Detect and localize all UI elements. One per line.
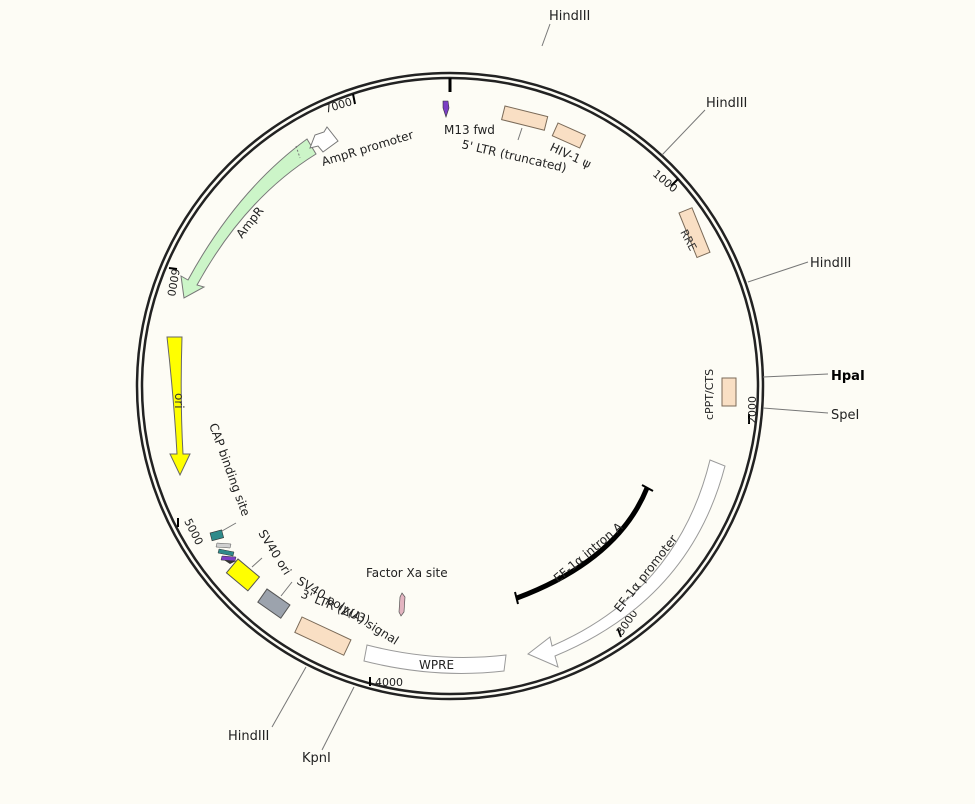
feature-sv40-ori-label: SV40 ori: [255, 527, 294, 577]
spei-leader: [762, 407, 829, 414]
feature-ampr-promoter-label: AmpR promoter: [320, 128, 415, 169]
feature-sv40-ori-box[interactable]: [225, 558, 261, 592]
feature-wpre-label: WPRE: [419, 658, 454, 672]
feature-cppt-box[interactable]: [721, 377, 737, 407]
feature-sv40-polya-box[interactable]: [257, 588, 291, 619]
site-leader-lines: [271, 23, 829, 751]
feature-cluster-d: [224, 560, 236, 564]
tick-label-4000: 4000: [375, 676, 403, 689]
scale-ticks: [168, 93, 750, 686]
feature-wpre-box[interactable]: [363, 644, 507, 674]
feature-cppt-label: cPPT/CTS: [703, 369, 716, 420]
feature-ori-label: ori: [172, 393, 186, 409]
tick-label-1000: 1000: [650, 167, 680, 195]
feature-sv40-ori-leader: [251, 557, 263, 568]
tick-mark-7000: [352, 93, 356, 105]
feature-m13fwd-arrow[interactable]: [442, 100, 450, 118]
feature-cap-leader: [221, 522, 237, 532]
feature-m13fwd-label: M13 fwd: [444, 123, 495, 137]
tick-label-6000: 6000: [164, 267, 182, 297]
feature-factorxa-label: Factor Xa site: [366, 566, 448, 580]
feature-cluster-b: [217, 548, 235, 557]
feature-hiv1psi-box[interactable]: [551, 122, 587, 149]
feature-ltr5-box[interactable]: [501, 105, 549, 131]
feature-cap-box[interactable]: [209, 529, 225, 542]
hpai-leader: [762, 373, 829, 378]
backbone-inner-ring: [140, 76, 760, 696]
feature-ampr-promoter-arrow[interactable]: [309, 126, 339, 153]
feature-cluster-a: [215, 542, 232, 549]
site-spei[interactable]: SpeI: [831, 408, 859, 423]
site-hindiii-top[interactable]: HindIII: [549, 9, 590, 24]
feature-ef1a-intron-cap-end: [514, 591, 519, 605]
tick-mark-1000: [670, 178, 679, 187]
site-kpni[interactable]: KpnI: [302, 751, 331, 766]
hindiii-1-leader: [661, 109, 706, 156]
site-hindiii-2[interactable]: HindIII: [810, 256, 851, 271]
hindiii-2-leader: [747, 261, 809, 283]
site-hpai[interactable]: HpaI: [831, 369, 865, 384]
feature-ampr-arrow[interactable]: [180, 138, 317, 299]
hindiii-bottom-leader: [271, 666, 307, 728]
kpni-leader: [321, 686, 355, 751]
feature-ltr5-leader: [517, 127, 523, 141]
site-hindiii-bottom[interactable]: HindIII: [228, 729, 269, 744]
tick-mark-3000: [617, 628, 622, 638]
feature-ef1a-intron-label: EF-1α intron A: [551, 519, 626, 585]
feature-rre-box[interactable]: [678, 207, 711, 259]
tick-mark-6000: [168, 267, 178, 270]
feature-ef1a-intron-arc[interactable]: [516, 487, 650, 601]
feature-cluster-c: [220, 555, 237, 562]
feature-cap-label: CAP binding site: [206, 421, 253, 518]
feature-ef1a-promoter-arrow[interactable]: [527, 459, 726, 668]
site-hindiii-1[interactable]: HindIII: [706, 96, 747, 111]
tick-label-2000: 2000: [746, 396, 759, 424]
backbone-outer-ring: [135, 71, 765, 701]
feature-ori-arrow[interactable]: [166, 336, 191, 477]
feature-ef1a-intron-cap-start: [641, 484, 654, 492]
feature-ltr3-box[interactable]: [294, 616, 352, 656]
feature-sv40-polya-leader: [280, 581, 293, 597]
hindiii-top-leader: [541, 23, 551, 47]
feature-factorxa-arrow[interactable]: [398, 592, 406, 617]
